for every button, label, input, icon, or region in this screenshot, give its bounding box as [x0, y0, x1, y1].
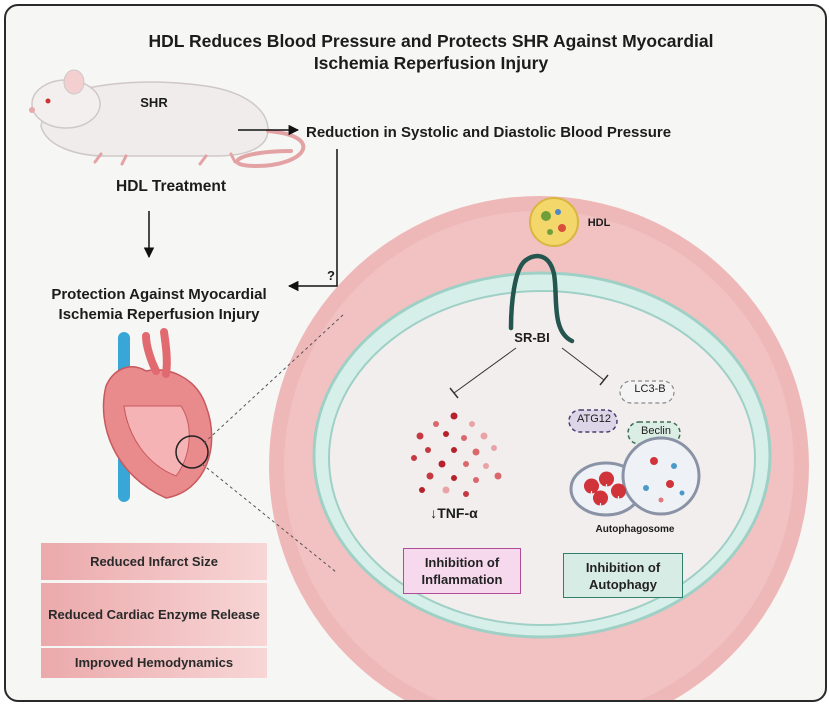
- diagram-frame: HDL Reduces Blood Pressure and Protects …: [4, 4, 827, 702]
- tnf-dot: [463, 461, 469, 467]
- tnf-dot: [416, 432, 424, 440]
- srbi-receptor: [508, 253, 575, 344]
- atg12-label: ATG12: [576, 413, 612, 425]
- tnf-dot: [461, 435, 467, 441]
- tnf-dot: [425, 447, 431, 453]
- hdl-particle-label: HDL: [587, 217, 611, 229]
- lc3b-label: LC3-B: [634, 383, 666, 395]
- inhibition-to-autophagy: [561, 347, 609, 386]
- zoom-line-bottom: [201, 463, 337, 573]
- zoom-line-top: [203, 313, 345, 444]
- rat-illustration: [29, 69, 306, 169]
- atg12-pill: [568, 409, 618, 433]
- bp-reduction-label: Reduction in Systolic and Diastolic Bloo…: [306, 124, 672, 141]
- tnf-dot: [443, 431, 449, 437]
- inflammation-box: Inhibition of Inflammation: [403, 548, 521, 594]
- autophagy-box: Inhibition of Autophagy: [563, 553, 683, 598]
- tnf-dot: [433, 421, 439, 427]
- tnf-dot: [438, 460, 446, 468]
- tnf-dot: [469, 421, 475, 427]
- hdl-particle: [529, 197, 579, 247]
- tnf-dot: [419, 487, 425, 493]
- question-mark: ?: [327, 268, 335, 283]
- diagram-title: HDL Reduces Blood Pressure and Protects …: [148, 31, 714, 73]
- autophagosome-illustration: [569, 436, 701, 517]
- tnf-dot: [426, 472, 434, 480]
- tnf-cytokine-dots: [411, 412, 502, 497]
- autophagosome-label: Autophagosome: [595, 524, 675, 535]
- beclin-label: Beclin: [641, 425, 671, 437]
- arrow-bp-to-protection: [287, 149, 338, 292]
- shr-label: SHR: [140, 95, 168, 110]
- effect-infarct-size: Reduced Infarct Size: [41, 543, 267, 580]
- tnf-dot: [463, 491, 469, 497]
- tnf-dot: [491, 445, 497, 451]
- hdl-treatment-label: HDL Treatment: [116, 178, 226, 195]
- tnf-dot: [451, 447, 457, 453]
- tnf-dot: [451, 475, 457, 481]
- tnf-dot: [472, 448, 480, 456]
- tnf-dot: [483, 463, 489, 469]
- tnf-dot: [480, 432, 488, 440]
- protection-label: Protection Against Myocardial Ischemia R…: [51, 286, 267, 323]
- tnf-dot: [473, 477, 479, 483]
- srbi-label: SR-BI: [514, 330, 550, 345]
- lc3b-pill: [619, 380, 675, 404]
- tnf-dot: [494, 472, 502, 480]
- tnf-dot: [411, 455, 417, 461]
- tnf-dot: [450, 412, 458, 420]
- heart-illustration: [102, 328, 213, 502]
- inhibition-to-tnf: [449, 347, 517, 399]
- effect-hemodynamics: Improved Hemodynamics: [41, 648, 267, 678]
- cell-membrane: [312, 271, 772, 639]
- effect-cardiac-enzyme: Reduced Cardiac Enzyme Release: [41, 583, 267, 646]
- tnf-alpha-label: ↓TNF-α: [430, 505, 478, 521]
- tnf-dot: [442, 486, 450, 494]
